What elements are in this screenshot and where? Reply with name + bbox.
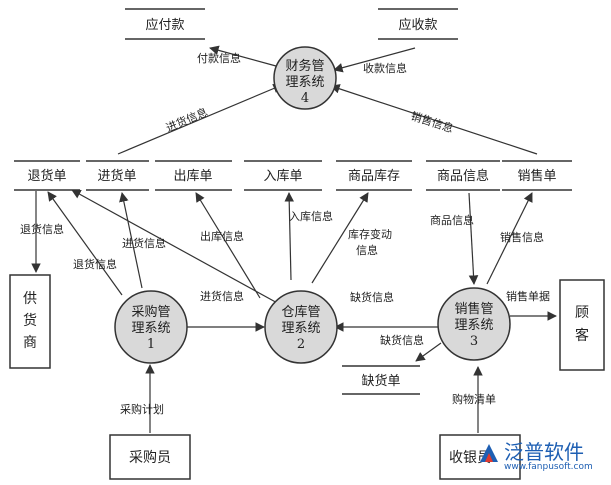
watermark-logo: 泛普软件 www.fanpusoft.com — [476, 438, 608, 480]
store-inventory: 商品库存 — [336, 160, 412, 191]
flow-arrow — [119, 192, 143, 289]
flow-label: 进货信息 — [122, 236, 166, 250]
flow-arrow — [486, 192, 533, 285]
process-warehouse-number: 2 — [297, 337, 305, 352]
entity-customer-char: 客 — [575, 327, 589, 344]
store-inbound-slip: 入库单 — [244, 160, 322, 191]
watermark-url: www.fanpusoft.com — [504, 462, 593, 472]
process-purchase-number: 1 — [147, 337, 155, 352]
process-warehouse: 仓库管 理系统 2 — [264, 290, 338, 364]
flow-label: 退货信息 — [73, 257, 117, 271]
flow-arrow — [209, 45, 277, 67]
store-sales-slip-label: 销售单 — [517, 168, 556, 184]
flow-arrow — [415, 342, 442, 362]
process-finance-line2: 理系统 — [285, 75, 324, 90]
process-purchase: 采购管 理系统 1 — [114, 290, 188, 364]
store-outbound-slip: 出库单 — [155, 160, 232, 191]
flow-label: 购物清单 — [452, 392, 496, 406]
flow-label: 缺货信息 — [380, 333, 424, 347]
store-sales-slip: 销售单 — [502, 160, 572, 191]
entity-customer-char: 顾 — [575, 305, 589, 321]
store-payable-label: 应付款 — [145, 17, 184, 33]
flow-label: 销售信息 — [409, 109, 455, 136]
process-finance-number: 4 — [301, 91, 309, 106]
entity-cashier: 收银员 — [439, 434, 521, 480]
entity-customer: 顾 客 — [559, 279, 605, 371]
process-warehouse-line1: 仓库管 — [281, 304, 320, 320]
fanpu-logo-icon — [480, 444, 498, 462]
flow-label: 销售单据 — [506, 289, 550, 303]
process-finance-line1: 财务管 — [285, 58, 324, 74]
flow-label: 信息 — [356, 243, 378, 257]
watermark-name: 泛普软件 — [504, 440, 584, 464]
store-payable: 应付款 — [125, 8, 205, 40]
process-warehouse-line2: 理系统 — [281, 321, 320, 336]
flow-arrow — [47, 191, 123, 296]
flow-label: 采购计划 — [120, 402, 164, 416]
store-purchase-slip: 进货单 — [86, 160, 149, 191]
flow-label: 销售信息 — [500, 230, 544, 244]
process-purchase-line1: 采购管 — [131, 304, 170, 320]
process-sales-line1: 销售管 — [454, 301, 493, 317]
flow-label: 进货信息 — [200, 289, 244, 303]
flow-label: 进货信息 — [164, 105, 210, 135]
flow-arrow — [330, 84, 538, 155]
store-return-slip: 退货单 — [14, 160, 80, 191]
flow-arrow — [117, 83, 283, 155]
entity-buyer-label: 采购员 — [129, 450, 171, 466]
store-product-info-label: 商品信息 — [437, 168, 489, 184]
flow-arrow — [284, 192, 294, 281]
process-finance: 财务管 理系统 4 — [273, 46, 337, 110]
store-shortage-slip-label: 缺货单 — [361, 373, 400, 389]
store-inbound-slip-label: 入库单 — [263, 168, 302, 184]
flow-label: 出库信息 — [200, 229, 244, 243]
process-sales: 销售管 理系统 3 — [437, 287, 511, 361]
process-sales-number: 3 — [470, 334, 478, 349]
flow-label: 收款信息 — [363, 61, 407, 75]
entity-supplier-char: 商 — [23, 335, 37, 351]
entity-supplier: 供 货 商 — [9, 274, 51, 369]
store-inventory-label: 商品库存 — [348, 168, 400, 184]
store-outbound-slip-label: 出库单 — [173, 168, 212, 184]
flow-arrow — [311, 192, 369, 284]
process-sales-line2: 理系统 — [454, 318, 493, 333]
store-return-slip-label: 退货单 — [27, 168, 66, 184]
flow-arrow — [333, 47, 416, 73]
store-product-info: 商品信息 — [426, 160, 500, 191]
entity-supplier-char: 货 — [23, 312, 37, 329]
flow-label: 商品信息 — [430, 213, 474, 227]
entity-supplier-char: 供 — [23, 291, 37, 307]
flow-label: 入库信息 — [289, 209, 333, 223]
flow-arrow — [71, 189, 282, 306]
store-shortage-slip: 缺货单 — [342, 365, 420, 395]
store-receivable-label: 应收款 — [398, 17, 437, 33]
flow-label: 退货信息 — [20, 222, 64, 236]
entity-buyer: 采购员 — [109, 434, 191, 480]
store-receivable: 应收款 — [378, 8, 458, 40]
flow-label: 库存变动 — [348, 227, 392, 241]
store-purchase-slip-label: 进货单 — [97, 168, 136, 184]
flow-label: 付款信息 — [197, 51, 241, 65]
flow-label: 缺货信息 — [350, 290, 394, 304]
process-purchase-line2: 理系统 — [131, 321, 170, 336]
flow-arrow — [195, 192, 261, 299]
flow-arrow — [468, 192, 479, 285]
